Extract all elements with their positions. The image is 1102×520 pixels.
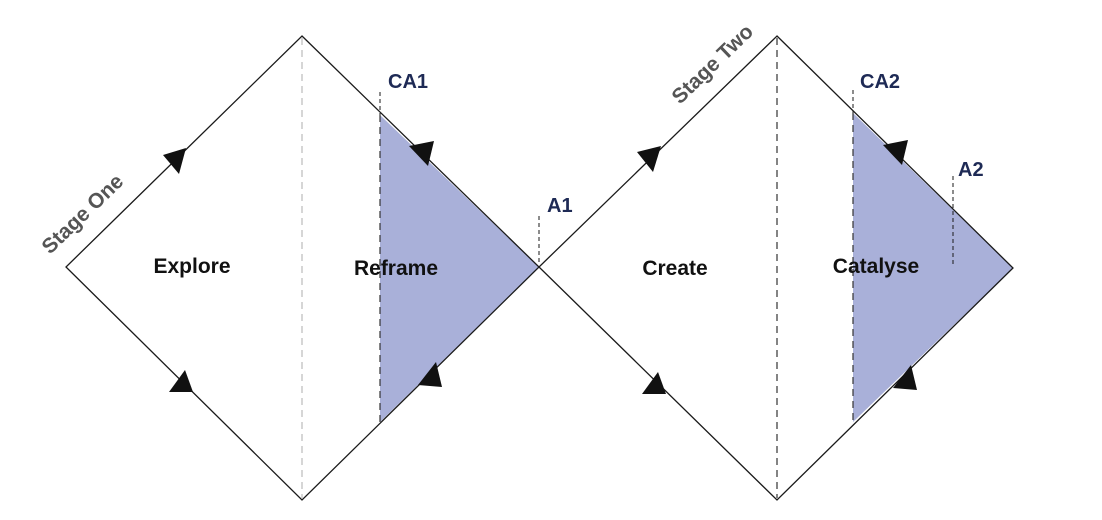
stage-one-arrow-up-bottom-icon [169,370,193,392]
stage-two-arrow-down-right-icon [883,140,908,165]
stage-one-arrow-down-left-icon [418,362,442,387]
phase-label-create: Create [642,257,707,280]
stage-one-outline [65,35,540,501]
stage-two-label: Stage Two [667,20,757,108]
stage-two-outline [538,35,1014,501]
phase-label-reframe: Reframe [354,257,438,280]
stage-one-shaded-region [380,115,539,422]
stage-one-arrow-up-left-icon [163,148,186,174]
stage-one-label: Stage One [37,170,128,259]
marker-label-ca1: CA1 [388,71,428,93]
stage-two-diamond: Stage Two Create Catalyse CA2 A2 [538,20,1014,501]
phase-label-explore: Explore [153,255,230,278]
stage-two-shaded-region [853,113,1013,422]
marker-label-ca2: CA2 [860,71,900,93]
stage-two-arrow-up-bottom-icon [642,372,666,394]
marker-label-a1: A1 [547,195,573,217]
stage-one-arrow-down-right-icon [409,141,434,166]
stage-two-arrow-down-left-icon [893,365,917,390]
marker-label-a2: A2 [958,159,984,181]
stage-one-diamond: Stage One Explore Reframe CA1 A1 [37,35,573,501]
stage-two-arrow-up-left-icon [637,146,661,172]
phase-label-catalyse: Catalyse [833,255,919,278]
